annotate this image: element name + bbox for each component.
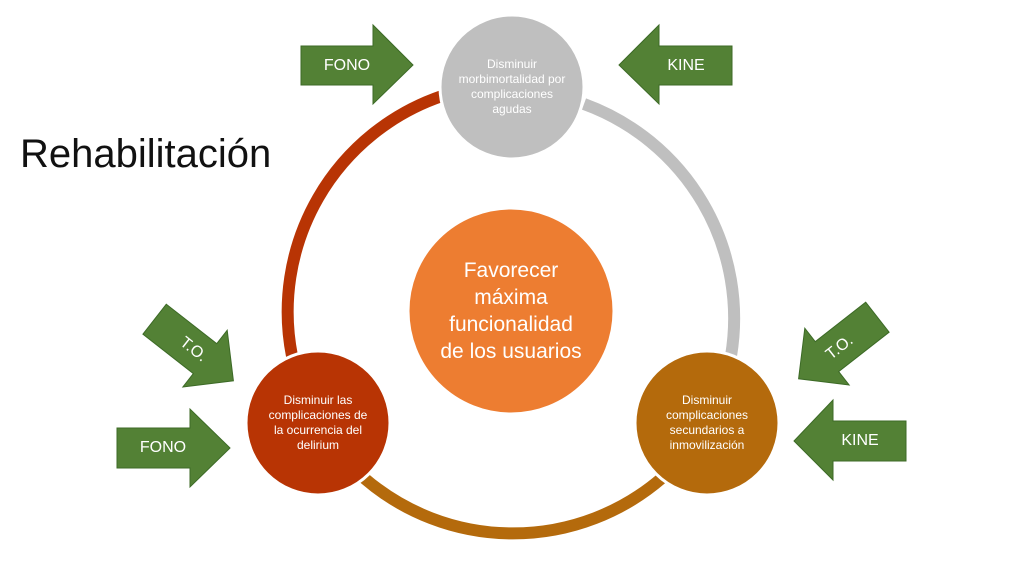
center-label: Favorecer máxima funcionalidad de los us… (440, 259, 582, 363)
arrow-kine-top-right (618, 23, 733, 106)
arrow-label-fono-bottom: FONO (139, 439, 187, 456)
arc-left-to-top (281, 90, 444, 358)
node-top-circle (438, 13, 586, 161)
node-right-circle (633, 349, 781, 497)
arrow-kine-right-lower (793, 398, 907, 482)
node-top-label: Disminuir morbimortalidad por complicaci… (458, 57, 566, 116)
page-title: Rehabilitación (20, 132, 272, 176)
arrow-fono-top-left (300, 23, 414, 106)
arrow-to-left-upper (142, 303, 234, 388)
node-left-circle (244, 349, 392, 497)
center-circle (406, 206, 616, 416)
arrow-to-right-upper (798, 301, 890, 386)
arrow-label-fono-top: FONO (323, 56, 371, 74)
arrow-fono-left-lower (116, 407, 231, 489)
arc-right-to-left (360, 473, 666, 540)
node-right-label: Disminuir complicaciones secundarios a i… (665, 393, 749, 452)
arrow-label-kine-bottom: KINE (841, 432, 879, 449)
arrow-label-kine-top: KINE (667, 56, 705, 74)
arc-top-to-right (581, 98, 741, 357)
node-left-label: Disminuir las complicaciones de la ocurr… (268, 393, 368, 452)
